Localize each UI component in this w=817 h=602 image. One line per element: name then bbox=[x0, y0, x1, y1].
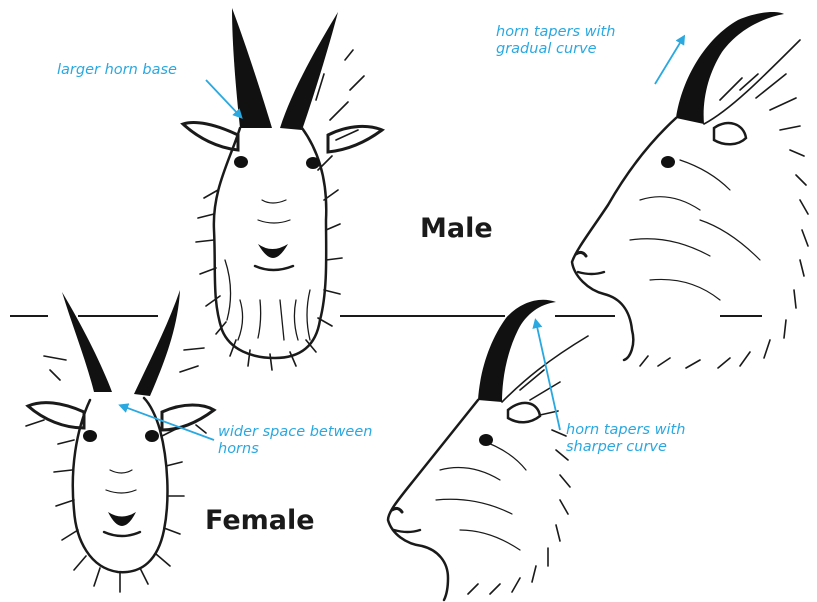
male-front-right-horn bbox=[280, 12, 338, 130]
label-horn-tapers-gradual: horn tapers with gradual curve bbox=[496, 24, 615, 58]
female-front-left-ear bbox=[28, 403, 84, 428]
female-front-right-eye bbox=[145, 430, 159, 442]
female-profile-horn bbox=[478, 300, 556, 402]
female-profile-eye bbox=[479, 434, 493, 446]
section-label-female: Female bbox=[205, 505, 315, 536]
male-profile-horn bbox=[676, 12, 784, 124]
label-larger-horn-base: larger horn base bbox=[57, 62, 177, 79]
label-horn-tapers-sharper: horn tapers with sharper curve bbox=[566, 422, 685, 456]
male-profile-eye bbox=[661, 156, 675, 168]
female-front-head bbox=[26, 290, 214, 592]
female-profile-nostril bbox=[392, 508, 402, 512]
female-profile-ear bbox=[508, 403, 540, 422]
male-profile-ear bbox=[714, 123, 746, 144]
female-profile-head bbox=[388, 300, 588, 600]
female-front-right-ear bbox=[162, 405, 214, 430]
male-front-right-eye bbox=[306, 157, 320, 169]
male-front-left-eye bbox=[234, 156, 248, 168]
male-profile-mouth bbox=[578, 272, 604, 274]
female-front-left-eye bbox=[83, 430, 97, 442]
arrow-horn-tapers-gradual bbox=[655, 38, 683, 84]
male-front-left-ear bbox=[183, 122, 238, 150]
female-profile-mouth bbox=[394, 530, 420, 532]
label-wider-space-between-horns: wider space between horns bbox=[218, 424, 372, 458]
female-front-right-horn bbox=[134, 290, 180, 396]
male-front-head bbox=[183, 8, 382, 370]
male-front-nose bbox=[258, 244, 288, 258]
section-label-male: Male bbox=[420, 213, 493, 244]
male-profile-nostril bbox=[576, 252, 586, 256]
male-front-left-horn bbox=[232, 8, 272, 128]
male-profile-head bbox=[572, 12, 808, 368]
female-front-nose bbox=[108, 512, 136, 526]
female-front-mouth bbox=[104, 532, 140, 536]
arrow-larger-horn-base bbox=[206, 80, 240, 116]
male-front-mouth bbox=[255, 266, 293, 270]
female-front-left-horn bbox=[62, 292, 112, 392]
